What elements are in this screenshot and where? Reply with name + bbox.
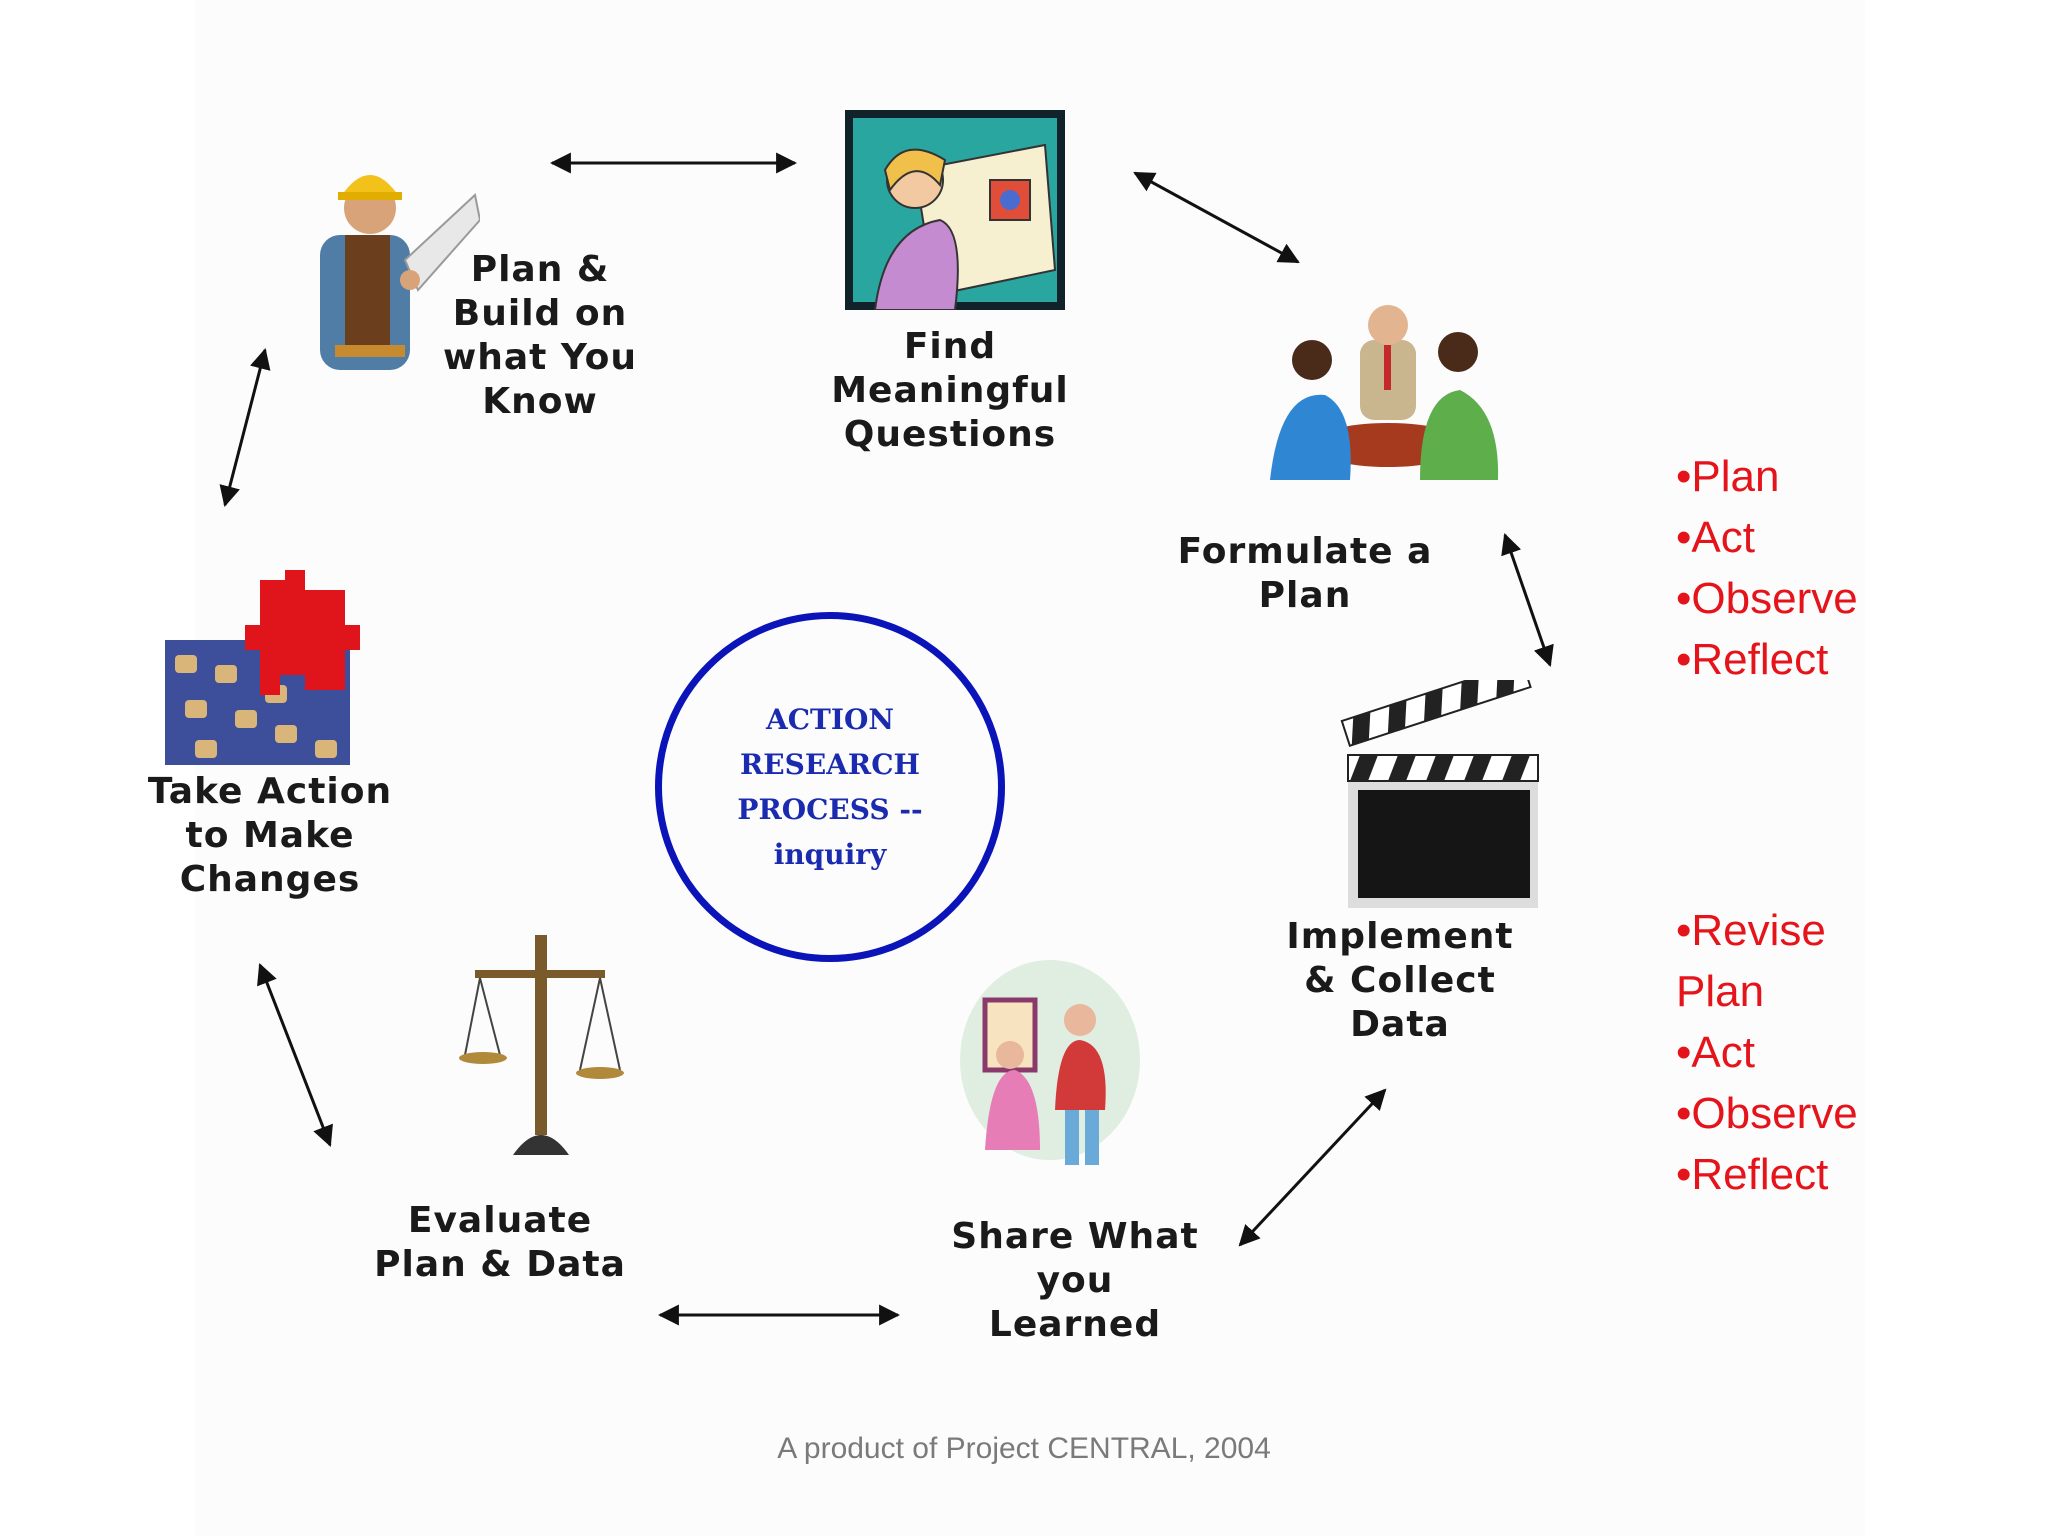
bullet-item: Plan (1676, 967, 1765, 1016)
node-find-questions: Find Meaningful Questions (831, 326, 1069, 455)
reading-book-icon (845, 110, 1065, 310)
bullet-item: •Observe (1676, 574, 1858, 623)
people-at-painting-icon (960, 960, 1140, 1165)
arrow-formulate-to-implement (1501, 533, 1554, 667)
arrow-implement-to-share (1238, 1088, 1387, 1247)
bullet-item: •Observe (1676, 1089, 1858, 1138)
bullet-list-bottom: •Revise Plan •Act •Observe •Reflect (1676, 900, 1858, 1205)
center-title: ACTION RESEARCH PROCESS -- inquiry (737, 703, 923, 871)
arrow-find-to-formulate (1133, 171, 1300, 264)
puzzle-pieces-icon (165, 570, 360, 765)
node-plan-build: Plan & Build on what You Know (442, 249, 638, 422)
construction-worker-icon (320, 175, 480, 370)
balance-scale-icon (459, 935, 624, 1155)
film-clapperboard-icon (1340, 680, 1539, 908)
bullet-item: •Revise (1676, 906, 1826, 955)
arrow-action-to-plan (219, 347, 271, 508)
bullet-item: •Reflect (1676, 1150, 1829, 1199)
node-evaluate: Evaluate Plan & Data (374, 1200, 626, 1285)
node-formulate-plan: Formulate a Plan (1177, 531, 1433, 616)
node-take-action: Take Action to Make Changes (147, 771, 393, 900)
node-implement-collect: Implement & Collect Data (1286, 916, 1514, 1045)
bullet-item: •Act (1676, 1028, 1755, 1077)
bullet-item: •Act (1676, 513, 1755, 562)
bullet-item: •Reflect (1676, 635, 1829, 684)
node-share-learned: Share What you Learned (951, 1216, 1199, 1345)
center-circle: ACTION RESEARCH PROCESS -- inquiry (655, 612, 1005, 962)
arrow-evaluate-to-action (257, 963, 333, 1147)
meeting-people-icon (1270, 305, 1499, 480)
bullet-item: •Plan (1676, 452, 1780, 501)
footer-credit: A product of Project CENTRAL, 2004 (777, 1432, 1271, 1465)
bullet-list-top: •Plan •Act •Observe •Reflect (1676, 446, 1858, 690)
